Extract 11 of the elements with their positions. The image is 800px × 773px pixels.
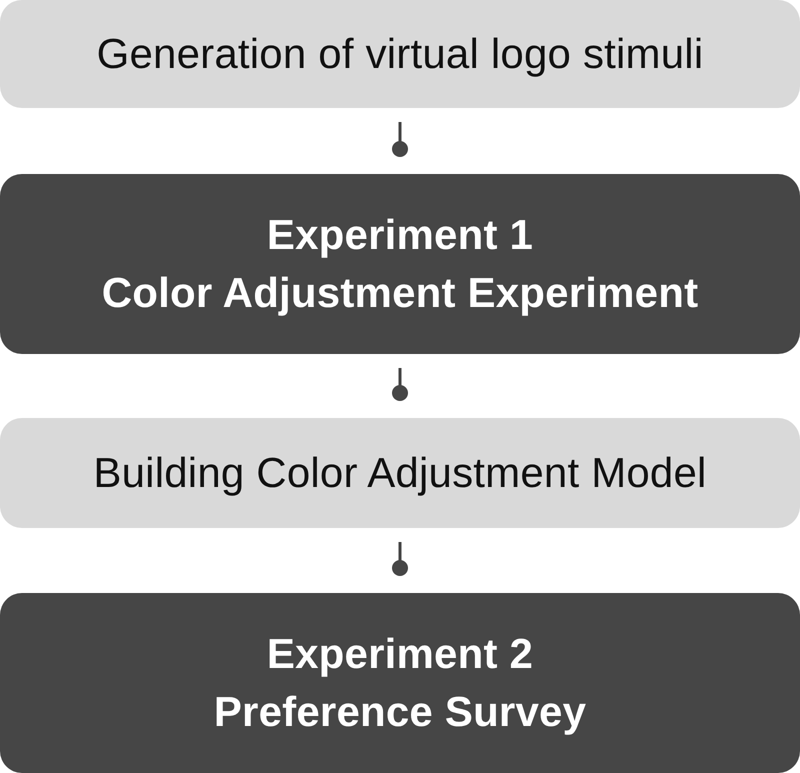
process-box (0, 174, 800, 354)
box-heading: Experiment 2 (266, 629, 534, 679)
box-text: Generation of virtual logo stimuli (96, 29, 704, 79)
box-heading: Experiment 1 (266, 210, 534, 260)
box-text: Color Adjustment Experiment (102, 268, 698, 318)
box-text: Building Color Adjustment Model (93, 448, 707, 498)
box-text: Preference Survey (214, 687, 586, 737)
process-box (0, 418, 800, 528)
process-box (0, 593, 800, 773)
process-box (0, 0, 800, 108)
dot-connector (392, 368, 408, 401)
